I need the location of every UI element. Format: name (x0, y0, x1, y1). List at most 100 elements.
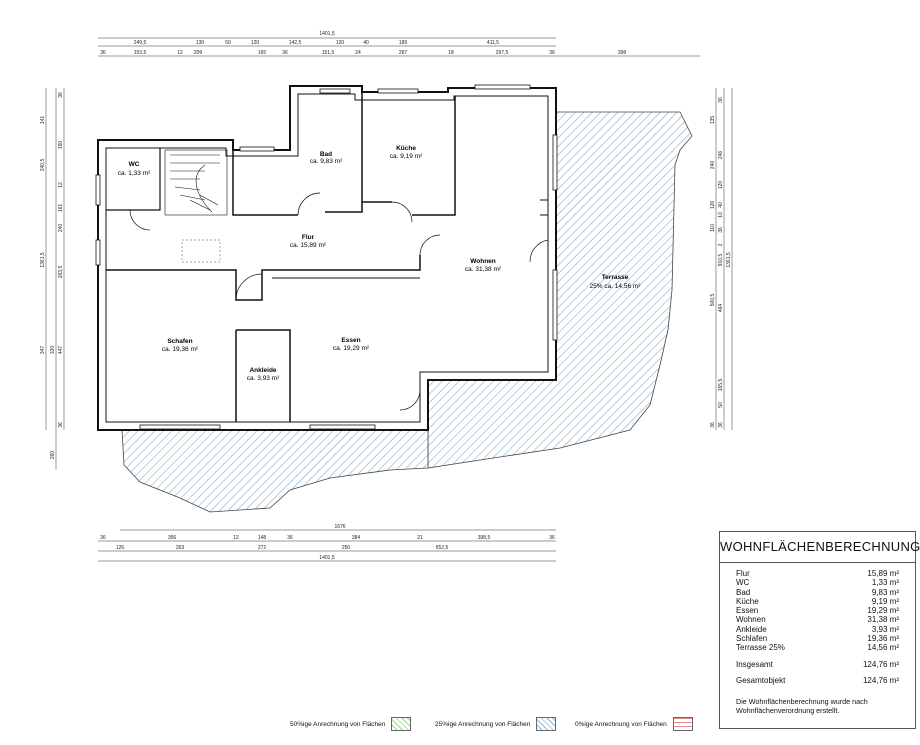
dim-top-r1-2: 50 (225, 40, 231, 46)
dim-left-r2-2: 12 (58, 182, 64, 188)
dim-right-r2-8: 165,5 (718, 379, 724, 392)
dim-bottom-r1-3: 148 (258, 535, 267, 541)
dim-right-r2-10: 36 (718, 422, 724, 428)
calc-row-label: WC (736, 578, 750, 588)
room-area-essen: ca. 19,29 m² (333, 345, 370, 352)
dim-top-r2-7: 24 (355, 50, 361, 56)
dim-top-r2-6: 151,5 (322, 50, 335, 56)
dim-top-r1-8: 411,5 (487, 40, 499, 46)
room-label-kuche: Küche (396, 145, 416, 152)
room-label-schafen: Schafen (167, 338, 192, 345)
dim-left-r2-7: 447 (58, 346, 64, 355)
dim-left-r2-6: 320 (50, 346, 56, 355)
calc-row-value: 19,36 m² (867, 634, 899, 644)
dim-bottom-r2-2: 272 (258, 545, 267, 551)
dim-right-r1-2: 126 (710, 201, 716, 210)
dim-right-r2-2: 120 (718, 181, 724, 190)
dim-right-r2-4: 36 (718, 227, 724, 233)
dim-top-r2-3: 209 (194, 50, 203, 56)
dim-right-r2-5: 2 (718, 243, 724, 246)
dimension-lines (45, 37, 733, 562)
dimension-texts: 1401,5 249,5 130 50 120 142,5 120 40 189… (40, 31, 732, 561)
calc-row-label: Schlafen (736, 634, 768, 644)
dim-top-r2-9: 18 (448, 50, 454, 56)
calc-row-label: Terrasse 25% (736, 643, 785, 653)
calc-row: Schlafen 19,36 m² (720, 634, 915, 643)
calc-row-label: Küche (736, 596, 759, 606)
dim-left-r1-1: 240,5 (40, 159, 46, 172)
legend-label-25: 25%ige Anrechnung von Flächen (435, 720, 531, 728)
legend-swatch-50 (391, 717, 412, 731)
calc-row: WC 1,33 m² (720, 578, 915, 587)
dim-bottom-r1-1: 356 (168, 535, 177, 541)
dim-right-r2-0: 36 (718, 97, 724, 103)
dim-top-r2-10: 297,5 (496, 50, 509, 56)
dim-right-r1-5: 10 (718, 212, 724, 218)
dim-top-r2-8: 287 (399, 50, 408, 56)
dim-left-r2-0: 36 (58, 92, 64, 98)
room-label-wohnen: Wohnen (470, 258, 496, 265)
calc-grand-label: Gesamtobjekt (736, 675, 786, 685)
flur-furniture (181, 239, 221, 263)
dim-right-r1-4: 36 (710, 422, 716, 428)
room-area-flur: ca. 15,89 m² (290, 242, 327, 249)
room-area-wohnen: ca. 31,38 m² (465, 266, 502, 273)
calc-row-label: Essen (736, 606, 759, 616)
dim-bottom-r2-3: 250 (342, 545, 351, 551)
dim-right-r1-0: 135 (710, 116, 716, 125)
dim-top-r1-0: 249,5 (134, 40, 147, 46)
calc-row-value: 19,29 m² (867, 606, 899, 616)
door-swings (129, 192, 549, 411)
staircase (164, 149, 228, 216)
calc-row-value: 9,83 m² (871, 587, 899, 597)
legend-item-50: 50%ige Anrechnung von Flächen (290, 715, 412, 733)
calc-row-label: Wohnen (736, 615, 766, 625)
dim-right-r2-6: 500,5 (710, 294, 716, 307)
dim-left-r1-2: 1361,5 (40, 252, 46, 268)
dim-top-r2-1: 153,5 (134, 50, 147, 56)
dim-bottom-r2-1: 263 (176, 545, 185, 551)
dim-bottom-r1-5: 384 (352, 535, 361, 541)
calc-row-value: 1,33 m² (871, 578, 899, 588)
room-label-wc: WC (129, 161, 140, 168)
dim-top-r2-2: 12 (177, 50, 183, 56)
dim-left-r1-0: 141 (40, 116, 46, 125)
dim-top-r1-6: 40 (363, 40, 369, 46)
dim-bottom-r1-7: 398,5 (478, 535, 491, 541)
calc-row-label: Ankleide (736, 624, 767, 634)
dim-left-r2-3: 161 (58, 204, 64, 213)
legend: 50%ige Anrechnung von Flächen 25%ige Anr… (290, 715, 710, 733)
dim-top-r1-3: 120 (251, 40, 260, 46)
dim-bottom-r1-8: 36 (549, 535, 555, 541)
dim-right-r1-3: 110 (710, 224, 716, 232)
dim-right-r2-3: 40 (718, 202, 724, 208)
dim-top-total: 1401,5 (319, 31, 335, 37)
room-label-terrasse: Terrasse (602, 274, 629, 281)
dim-bottom-total2: 1401,5 (319, 555, 335, 561)
dim-bottom-r2-4: 652,5 (436, 545, 449, 551)
dim-top-r2-4: 165 (258, 50, 267, 56)
dim-bottom-r2-0: 126 (116, 545, 125, 551)
legend-swatch-0 (672, 717, 693, 731)
dim-left-r1-5: 36 (58, 422, 64, 428)
dim-top-r1-4: 142,5 (289, 40, 302, 46)
dim-left-r2-4: 240 (58, 224, 64, 233)
room-area-kuche: ca. 9,19 m² (390, 153, 423, 160)
room-area-bad: ca. 9,83 m² (310, 158, 343, 165)
dim-top-r2-5: 36 (282, 50, 288, 56)
dim-left-r1-3: 347 (40, 346, 46, 355)
calc-note: Die Wohnflächenberechnung wurde nach Woh… (736, 697, 868, 716)
dim-top-r2-12: 398 (618, 50, 627, 56)
dim-bottom-r1-2: 12 (233, 535, 239, 541)
dim-right-r1-1: 240 (710, 161, 716, 170)
dim-right-r1-7: 1361,5 (726, 252, 732, 268)
dim-top-r1-5: 120 (336, 40, 345, 46)
calc-row-label: Bad (736, 587, 751, 597)
room-label-ankleide: Ankleide (249, 367, 276, 374)
room-label-essen: Essen (341, 337, 360, 344)
